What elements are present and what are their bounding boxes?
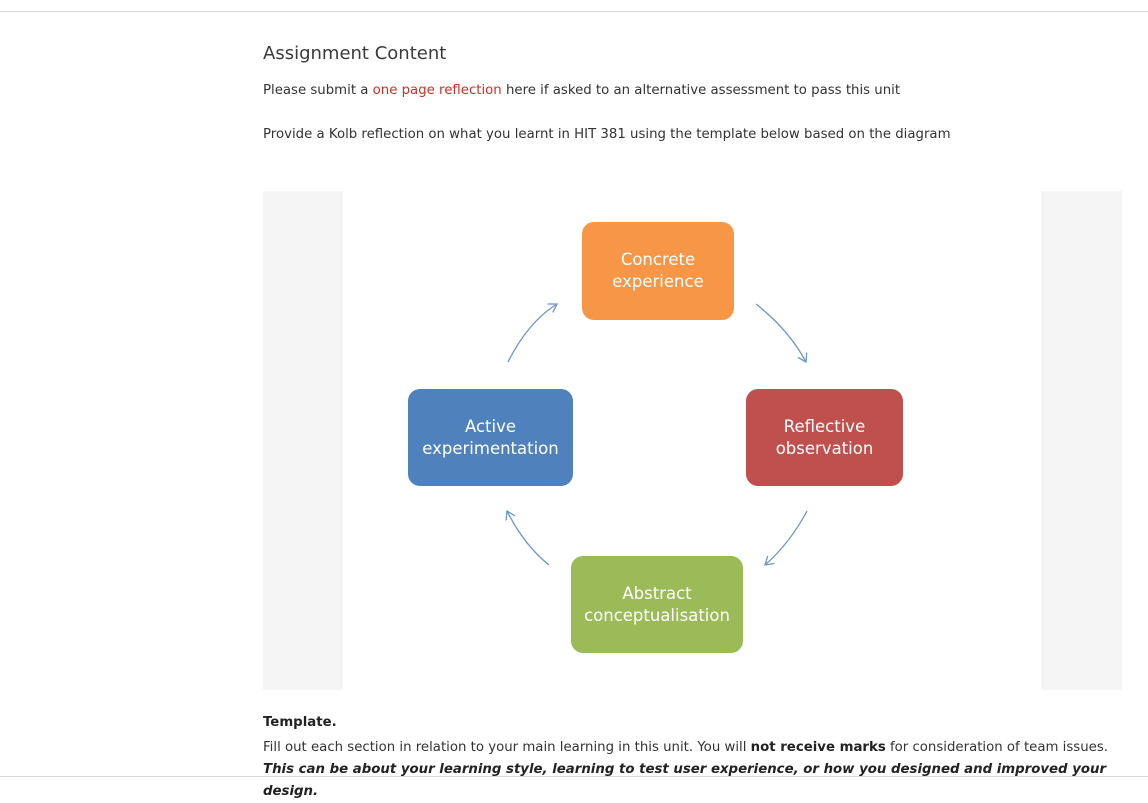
stage-reflective-line2: observation <box>775 438 874 458</box>
template-body-bold: not receive marks <box>750 740 886 755</box>
stage-abstract-conceptualisation: Abstract conceptualisation <box>571 556 743 653</box>
instruction-text: Provide a Kolb reflection on what you le… <box>263 127 951 142</box>
stage-concrete-line1: Concrete <box>620 250 696 269</box>
template-title: Template. <box>263 715 337 730</box>
stage-active-experimentation: Active experimentation <box>408 389 573 486</box>
one-page-reflection-link[interactable]: one page reflection <box>372 83 502 98</box>
stage-active-line1: Active <box>464 416 517 436</box>
template-body-middle: for consideration of team issues. <box>885 740 1108 755</box>
stage-abstract-line1: Abstract <box>622 583 692 603</box>
page-title: Assignment Content <box>263 43 447 64</box>
stage-concrete-experience: Concrete experience <box>582 222 734 320</box>
stage-reflective-line1: Reflective <box>783 416 866 436</box>
bottom-divider <box>0 776 1148 777</box>
stage-reflective-observation: Reflective observation <box>746 389 903 486</box>
intro-suffix: here if asked to an alternative assessme… <box>501 83 901 98</box>
template-body-prefix: Fill out each section in relation to you… <box>263 740 751 755</box>
intro-text: Please submit a one page reflection here… <box>263 83 900 98</box>
stage-abstract-line2: conceptualisation <box>584 605 730 625</box>
intro-prefix: Please submit a <box>263 83 373 98</box>
template-body-bold-italic: This can be about your learning style, l… <box>263 762 1107 799</box>
top-divider <box>0 11 1148 12</box>
stage-active-line2: experimentation <box>422 438 559 458</box>
template-instructions: Fill out each section in relation to you… <box>263 737 1133 803</box>
stage-concrete-line2: experience <box>612 272 704 291</box>
